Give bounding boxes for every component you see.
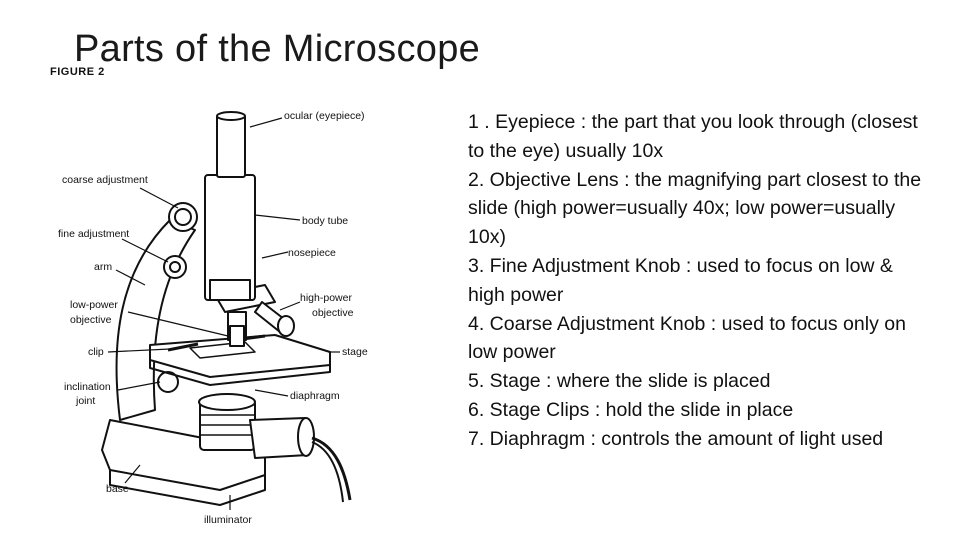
label-fine-adjustment: fine adjustment: [58, 228, 129, 240]
label-ocular: ocular (eyepiece): [284, 110, 365, 122]
label-base: base: [106, 483, 129, 495]
parts-list: 1 . Eyepiece : the part that you look th…: [468, 108, 928, 454]
list-item: 7. Diaphragm : controls the amount of li…: [468, 427, 884, 450]
label-inclination-1: inclination: [64, 381, 111, 393]
label-nosepiece: nosepiece: [288, 247, 336, 259]
list-item: 5. Stage : where the slide is placed: [468, 370, 771, 393]
label-high-power-1: high-power: [300, 292, 352, 304]
label-arm: arm: [94, 261, 112, 273]
label-stage: stage: [342, 346, 368, 358]
slide-title: Parts of the Microscope: [74, 28, 481, 70]
eyepiece-shape: [216, 114, 246, 178]
label-illuminator: illuminator: [204, 514, 252, 526]
label-diaphragm: diaphragm: [290, 390, 340, 402]
label-clip: clip: [88, 346, 104, 358]
label-high-power-2: objective: [312, 307, 354, 319]
figure-tag: FIGURE 2: [50, 66, 105, 78]
list-item: 4. Coarse Adjustment Knob : used to focu…: [468, 312, 906, 364]
label-body-tube: body tube: [302, 215, 348, 227]
label-inclination-2: joint: [75, 395, 95, 407]
microscope-diagram: ocular (eyepiece) coarse adjustment body…: [58, 110, 368, 526]
label-coarse-adjustment: coarse adjustment: [62, 174, 148, 186]
label-low-power-1: low-power: [70, 299, 118, 311]
list-item: 1 . Eyepiece : the part that you look th…: [468, 111, 918, 162]
arm-shape: [115, 219, 196, 421]
list-item: 3. Fine Adjustment Knob : used to focus …: [468, 254, 893, 306]
list-item: 6. Stage Clips : hold the slide in place: [468, 398, 794, 421]
list-item: 2. Objective Lens : the magnifying part …: [468, 168, 922, 249]
label-low-power-2: objective: [70, 314, 112, 326]
